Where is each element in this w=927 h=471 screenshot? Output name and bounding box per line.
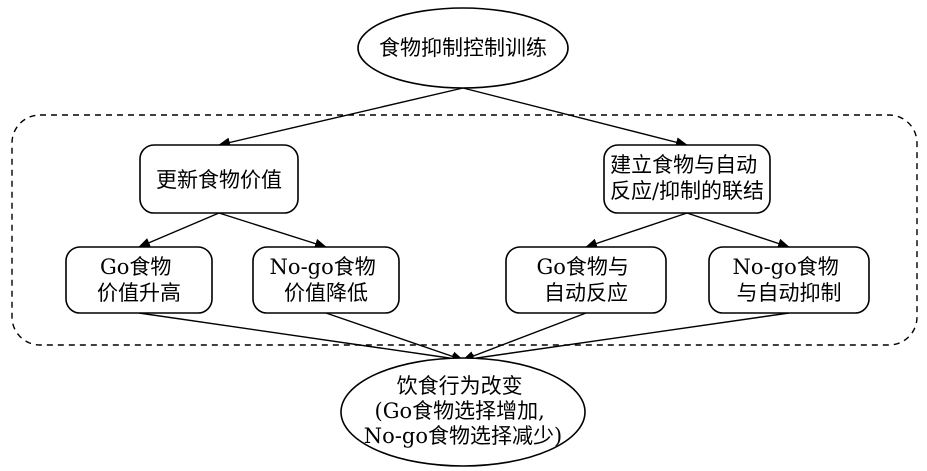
edge-build-assoc-to-go-assoc <box>585 212 688 249</box>
outcome-node: 饮食行为改变 (Go食物选择增加, No-go食物选择减少) <box>340 357 586 467</box>
outcome-line-1: 饮食行为改变 <box>397 374 523 398</box>
go-association-node-shape <box>505 246 667 314</box>
edge-root-to-update-value <box>218 87 464 148</box>
edge-root-to-build-assoc <box>462 87 688 148</box>
build-association-line-1: 建立食物与自动 <box>610 153 757 177</box>
go-value-line-2: 价值升高 <box>97 281 181 305</box>
outcome-node-shape <box>340 357 586 467</box>
build-association-node-shape <box>603 144 771 214</box>
build-association-node: 建立食物与自动 反应/抑制的联结 <box>603 144 771 214</box>
go-value-line-1: Go食物 <box>100 255 171 279</box>
nogo-value-line-2: 价值降低 <box>284 281 368 305</box>
nogo-value-node: No-go食物 价值降低 <box>252 246 400 314</box>
nogo-association-node-shape <box>708 246 870 314</box>
outcome-line-3: No-go食物选择减少) <box>364 424 562 448</box>
go-association-line-2: 自动反应 <box>544 281 628 305</box>
update-value-node-shape <box>139 144 299 214</box>
go-value-node: Go食物 价值升高 <box>65 246 213 314</box>
edges-layer <box>138 87 790 364</box>
mechanism-group-border <box>11 114 918 346</box>
go-association-line-1: Go食物与 <box>536 255 628 279</box>
go-association-node-text: Go食物与 自动反应 <box>536 255 635 305</box>
root-node-line-1: 食物抑制控制训练 <box>379 36 547 60</box>
update-value-node: 更新食物价值 <box>139 144 299 214</box>
go-value-node-shape <box>65 246 213 314</box>
nogo-association-line-1: No-go食物 <box>733 255 839 279</box>
go-value-node-text: Go食物 价值升高 <box>97 255 181 305</box>
root-node-text: 食物抑制控制训练 <box>379 36 547 60</box>
edge-update-value-to-go-value <box>138 212 220 248</box>
root-node-shape <box>357 7 569 89</box>
nogo-value-line-1: No-go食物 <box>270 255 376 279</box>
nogo-association-line-2: 与自动抑制 <box>737 281 842 305</box>
edge-go-value-to-outcome <box>138 312 464 364</box>
edge-nogo-value-to-outcome <box>325 312 464 362</box>
edge-build-assoc-to-nogo-assoc <box>686 212 790 249</box>
edge-nogo-assoc-to-outcome <box>462 312 790 364</box>
edge-go-assoc-to-outcome <box>462 312 587 361</box>
nogo-value-node-text: No-go食物 价值降低 <box>270 255 383 305</box>
outcome-line-2: (Go食物选择增加, <box>375 399 545 423</box>
nogo-association-node-text: No-go食物 与自动抑制 <box>733 255 846 305</box>
nogo-association-node: No-go食物 与自动抑制 <box>708 246 870 314</box>
root-node: 食物抑制控制训练 <box>357 7 569 89</box>
outcome-node-text: 饮食行为改变 (Go食物选择增加, No-go食物选择减少) <box>364 374 562 448</box>
build-association-line-2: 反应/抑制的联结 <box>610 179 764 203</box>
update-value-node-text: 更新食物价值 <box>156 168 282 192</box>
nogo-value-node-shape <box>252 246 400 314</box>
build-association-node-text: 建立食物与自动 反应/抑制的联结 <box>610 153 764 203</box>
go-association-node: Go食物与 自动反应 <box>505 246 667 314</box>
update-value-line-1: 更新食物价值 <box>156 168 282 192</box>
edge-update-value-to-nogo-value <box>218 212 327 249</box>
